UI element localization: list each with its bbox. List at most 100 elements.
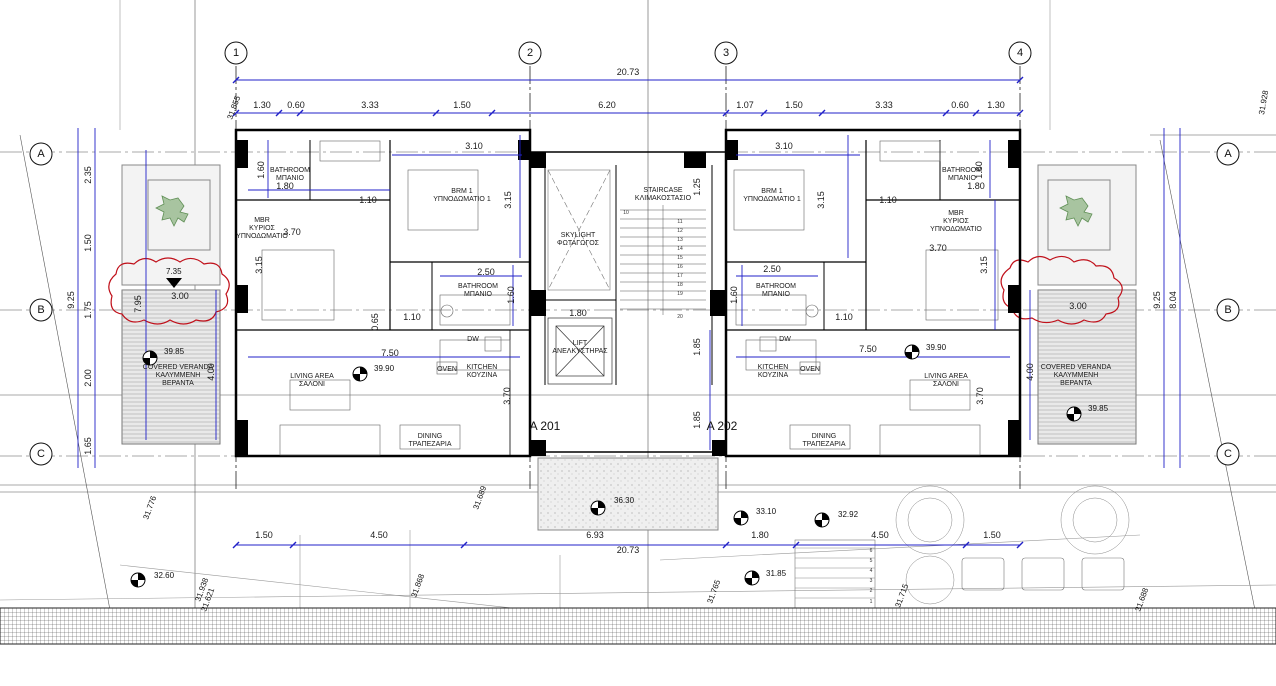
dim-left-5: 1.65 xyxy=(83,437,93,455)
boundary-wall xyxy=(0,607,1276,645)
grid-bubble-row-c-right: C xyxy=(1216,442,1240,466)
dim-bottom-6: 1.50 xyxy=(983,530,1001,540)
label-l-bathroom2-gr: ΜΠΑΝΙΟ xyxy=(464,291,493,298)
dim-top-right-1: 1.07 xyxy=(736,100,754,110)
svg-text:5: 5 xyxy=(870,558,873,564)
svg-text:31.85: 31.85 xyxy=(766,569,787,578)
planter-left xyxy=(121,164,221,286)
level-marker-tree: 7.35 xyxy=(166,267,182,288)
level-marker-living-right: 39.90 xyxy=(904,343,947,360)
svg-text:15: 15 xyxy=(677,255,683,261)
dimension-ticks xyxy=(232,76,1024,549)
room-labels-left: BATHROOM ΜΠΑΝΙΟ MBR ΚΥΡΙΟΣ ΥΠΝΟΔΩΜΑΤΙΟ B… xyxy=(143,167,498,448)
grid-bubble-row-a-right: A xyxy=(1216,142,1240,166)
dim-bottom-2: 4.50 xyxy=(370,530,388,540)
dim-right-total: 9.25 xyxy=(1152,291,1162,309)
planter-right-inner xyxy=(1047,179,1111,251)
svg-text:31.715: 31.715 xyxy=(893,582,910,609)
svg-text:16: 16 xyxy=(677,264,683,270)
dim-top-left-2: 0.60 xyxy=(287,100,305,110)
dim-r-brm-h: 3.15 xyxy=(816,191,826,209)
label-r-veranda-gr1: ΚΑΛΥΜΜΕΝΗ xyxy=(1054,372,1099,379)
dim-l-bath2-x: 1.10 xyxy=(403,312,421,322)
furniture-right xyxy=(733,140,999,456)
dim-r-living-h: 4.00 xyxy=(1025,363,1035,381)
label-r-brm1-gr: ΥΠΝΟΔΩΜΑΤΙΟ 1 xyxy=(743,196,801,203)
dim-r-brm-w: 3.10 xyxy=(775,141,793,151)
dim-r-bath-w: 1.80 xyxy=(967,181,985,191)
dim-left-3: 1.75 xyxy=(83,301,93,319)
label-l-kitchen: KITCHEN xyxy=(467,364,498,371)
svg-text:A: A xyxy=(37,148,45,160)
level-marker-living-left: 39.90 xyxy=(352,364,395,382)
svg-text:31.689: 31.689 xyxy=(471,484,488,511)
svg-text:2: 2 xyxy=(527,47,533,59)
dim-left-total: 9.25 xyxy=(66,291,76,309)
label-r-bathroom2: BATHROOM xyxy=(756,283,796,290)
dim-l-brm-w: 3.10 xyxy=(465,141,483,151)
label-r-brm1: BRM 1 xyxy=(761,188,783,195)
svg-text:1: 1 xyxy=(870,599,873,605)
level-marker-street: 32.60 xyxy=(130,571,175,588)
dim-bottom-1: 1.50 xyxy=(255,530,273,540)
label-l-brm1-gr: ΥΠΝΟΔΩΜΑΤΙΟ 1 xyxy=(433,196,491,203)
svg-text:31.776: 31.776 xyxy=(141,494,158,521)
label-r-kitchen-gr: ΚΟΥΖΙΝΑ xyxy=(758,372,789,379)
dim-top-left-4: 1.50 xyxy=(453,100,471,110)
level-marker-ramp-3: 31.85 xyxy=(744,569,787,586)
dim-l-mbr-x: 1.10 xyxy=(359,195,377,205)
dim-bottom-5: 4.50 xyxy=(871,530,889,540)
label-l-veranda-gr1: ΚΑΛΥΜΜΕΝΗ xyxy=(156,372,201,379)
dim-lift-w: 1.80 xyxy=(569,308,587,318)
dim-l-living-h: 4.00 xyxy=(206,363,216,381)
svg-text:19: 19 xyxy=(677,291,683,297)
construction-lines xyxy=(0,0,1276,611)
label-l-mbr-gr2: ΥΠΝΟΔΩΜΑΤΙΟ xyxy=(236,233,288,240)
label-l-bathroom-gr: ΜΠΑΝΙΟ xyxy=(276,175,305,182)
planter-right xyxy=(1037,164,1137,286)
svg-text:31.855: 31.855 xyxy=(225,94,242,121)
grid-bubble-row-a-left: A xyxy=(29,142,53,166)
svg-text:36.30: 36.30 xyxy=(614,496,635,505)
label-l-veranda-gr2: ΒΕΡΑΝΤΑ xyxy=(162,380,194,387)
svg-text:C: C xyxy=(37,448,45,460)
stair-step-numbers: 10 11 12 13 14 15 16 17 18 19 20 xyxy=(623,210,683,320)
dim-r-bath2-h: 1.60 xyxy=(729,286,739,304)
grid-bubble-col-4: 4 xyxy=(1008,41,1032,65)
dim-r-kit-h: 3.70 xyxy=(975,387,985,405)
grid-bubble-row-b-left: B xyxy=(29,298,53,322)
label-l-bathroom: BATHROOM xyxy=(270,167,310,174)
dim-right-1: 8.04 xyxy=(1168,291,1178,309)
dim-top-right-2: 1.50 xyxy=(785,100,803,110)
svg-text:7.35: 7.35 xyxy=(166,267,182,276)
dim-l-bath2-h: 1.60 xyxy=(506,286,516,304)
label-r-mbr-gr2: ΥΠΝΟΔΩΜΑΤΙΟ xyxy=(930,226,982,233)
dim-r-bath2-x: 1.10 xyxy=(835,312,853,322)
dim-r-bath-h: 1.60 xyxy=(974,161,984,179)
dim-l-brm-h: 3.15 xyxy=(503,191,513,209)
staircase-treads xyxy=(620,205,706,315)
label-r-veranda-gr2: ΒΕΡΑΝΤΑ xyxy=(1060,380,1092,387)
dim-l-ver-h: 7.95 xyxy=(133,295,143,313)
veranda-right-paving xyxy=(1038,290,1136,444)
svg-text:B: B xyxy=(1224,304,1231,316)
label-l-kitchen-gr: ΚΟΥΖΙΝΑ xyxy=(467,372,498,379)
parking-bays xyxy=(961,557,1125,591)
level-marker-front: 36.30 xyxy=(590,496,635,516)
svg-text:39.90: 39.90 xyxy=(926,343,947,352)
dim-l-ver-w: 3.00 xyxy=(171,291,189,301)
ramp-treads xyxy=(795,547,875,599)
label-r-mbr-gr1: ΚΥΡΙΟΣ xyxy=(943,218,969,225)
grid-bubble-col-1: 1 xyxy=(224,41,248,65)
dim-r-bath2-w: 2.50 xyxy=(763,264,781,274)
grid-bubble-row-c-left: C xyxy=(29,442,53,466)
dim-left-1: 2.35 xyxy=(83,166,93,184)
grid-bubble-col-3: 3 xyxy=(714,41,738,65)
unit-tag-a201: A 201 xyxy=(530,419,561,433)
label-l-dining-gr: ΤΡΑΠΕΖΑΡΙΑ xyxy=(408,441,451,448)
label-r-veranda: COVERED VERANDA xyxy=(1041,364,1112,371)
svg-text:33.10: 33.10 xyxy=(756,507,777,516)
skylight-void xyxy=(547,169,611,291)
dim-l-bath-w: 1.80 xyxy=(276,181,294,191)
